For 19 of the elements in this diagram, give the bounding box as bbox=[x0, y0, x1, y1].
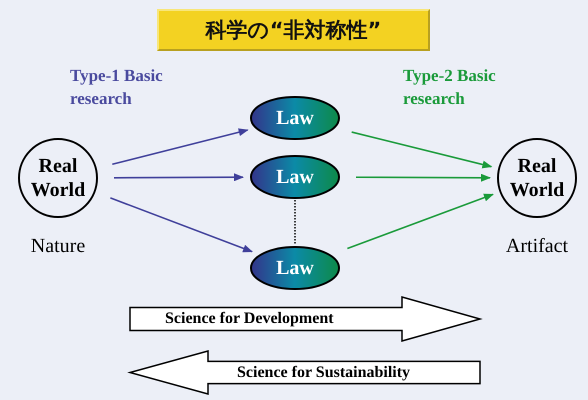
type-label: Type-1 Basic research bbox=[70, 65, 164, 110]
dotted-line bbox=[294, 200, 296, 245]
arrow-label: Science for Development bbox=[165, 310, 334, 328]
arrow bbox=[347, 194, 494, 250]
arrow-label: Science for Sustainability bbox=[237, 364, 410, 382]
law-label: Law bbox=[276, 256, 314, 280]
arrow bbox=[110, 197, 253, 252]
caption-text: Nature bbox=[30, 235, 86, 258]
arrow bbox=[112, 128, 249, 166]
arrow bbox=[356, 174, 491, 182]
type-label: Type-2 Basic research bbox=[403, 65, 497, 110]
law-label: Law bbox=[276, 166, 314, 188]
arrow bbox=[351, 131, 492, 168]
circle-label: Real World bbox=[508, 154, 566, 202]
law-label: Law bbox=[276, 106, 314, 130]
circle-label: Real World bbox=[30, 154, 86, 202]
title-text: 科学の“非対称性” bbox=[206, 17, 382, 44]
caption-text: Artifact bbox=[504, 235, 570, 258]
arrow bbox=[114, 173, 244, 182]
